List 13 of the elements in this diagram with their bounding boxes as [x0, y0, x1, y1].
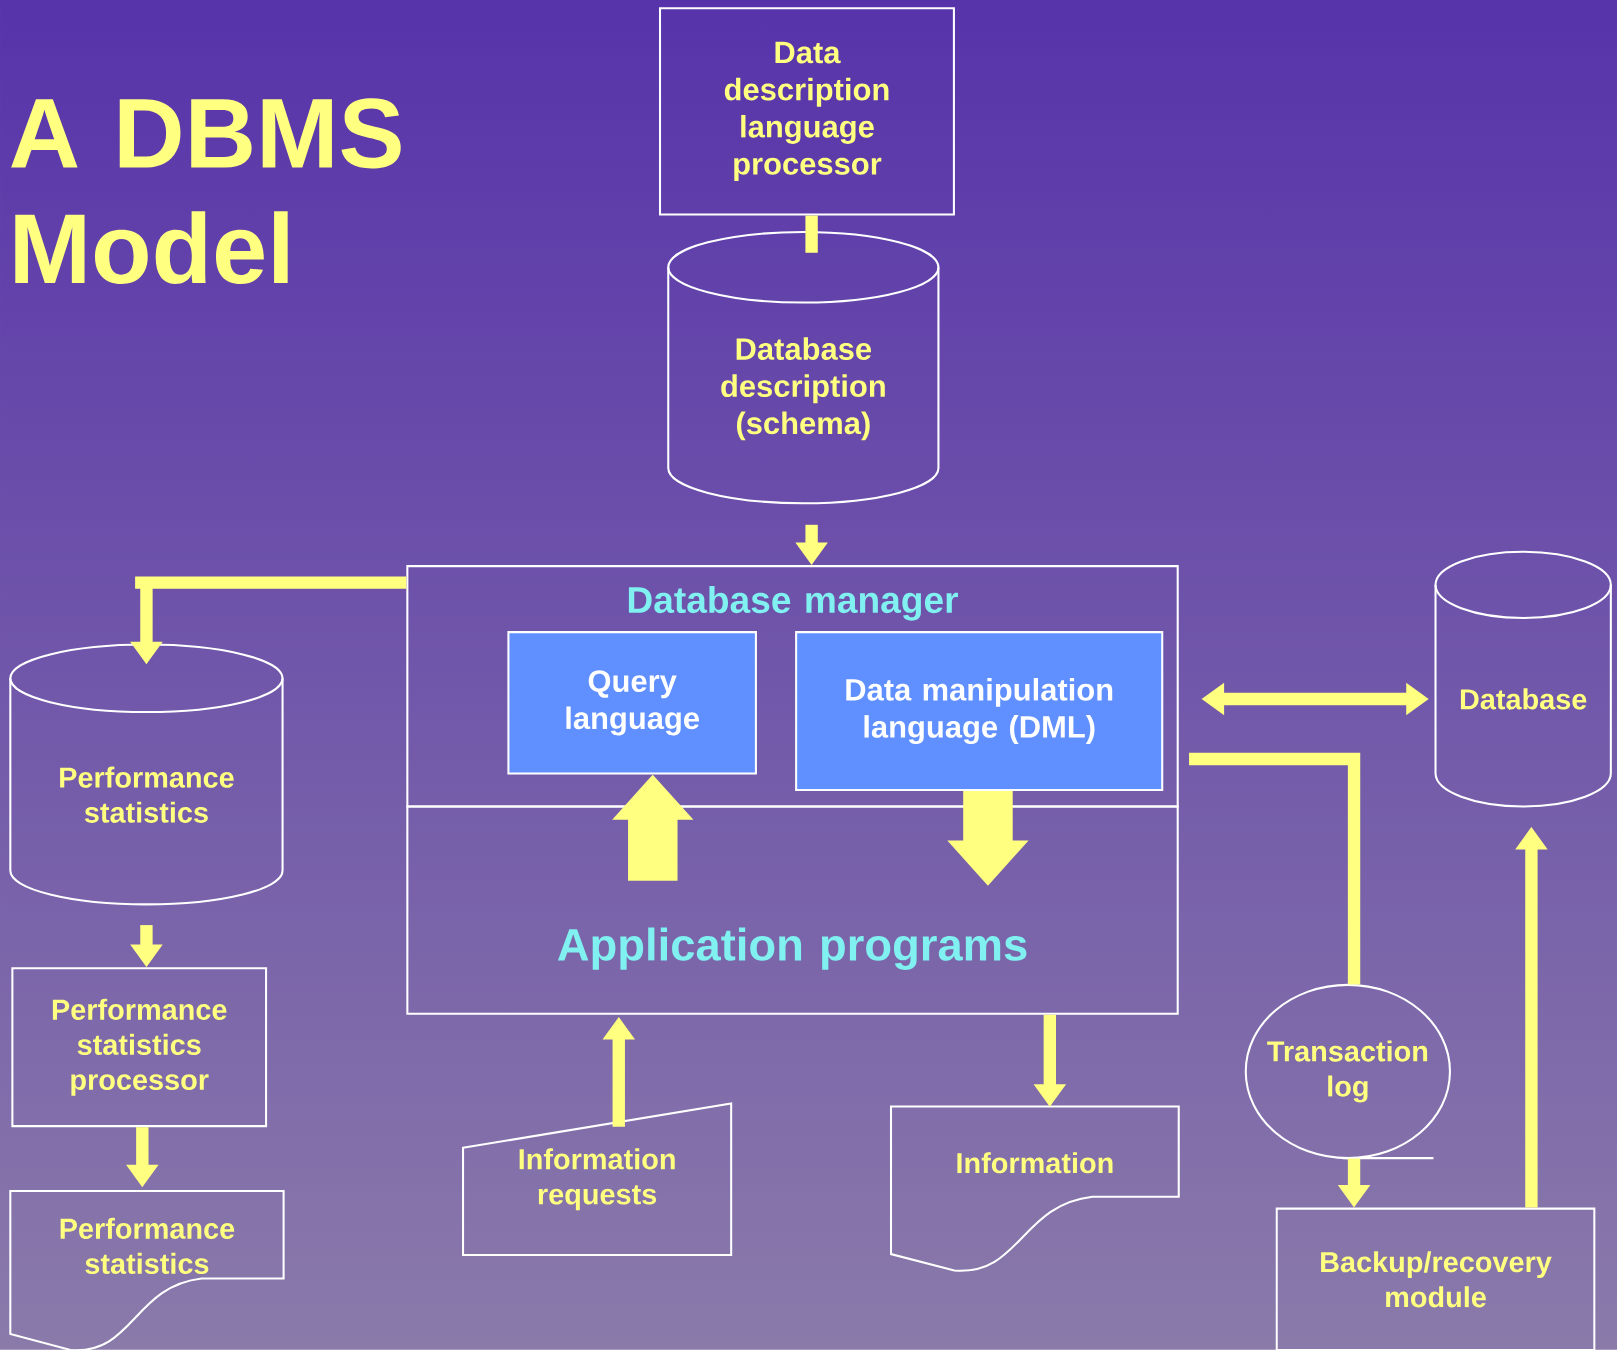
node-label: Database [1460, 688, 1587, 710]
program-box: Application programs [406, 805, 1179, 1015]
storage-cylinder: Database [1434, 550, 1612, 808]
storage-cylinder: Performance statistics [9, 643, 284, 906]
language-box: Query language [507, 631, 757, 775]
process-box: Data description language processor [659, 7, 955, 216]
language-box: Data manipulation language (DML) [795, 631, 1164, 791]
slide-title: A DBMS Model [11, 98, 401, 284]
process-box: Backup/recovery module [1275, 1207, 1596, 1350]
node-label: Performance statistics [60, 766, 234, 823]
storage-cylinder: Database description (schema) [667, 231, 940, 505]
node-label: Database description (schema) [721, 337, 885, 441]
process-box: Performance statistics processor [11, 967, 268, 1128]
